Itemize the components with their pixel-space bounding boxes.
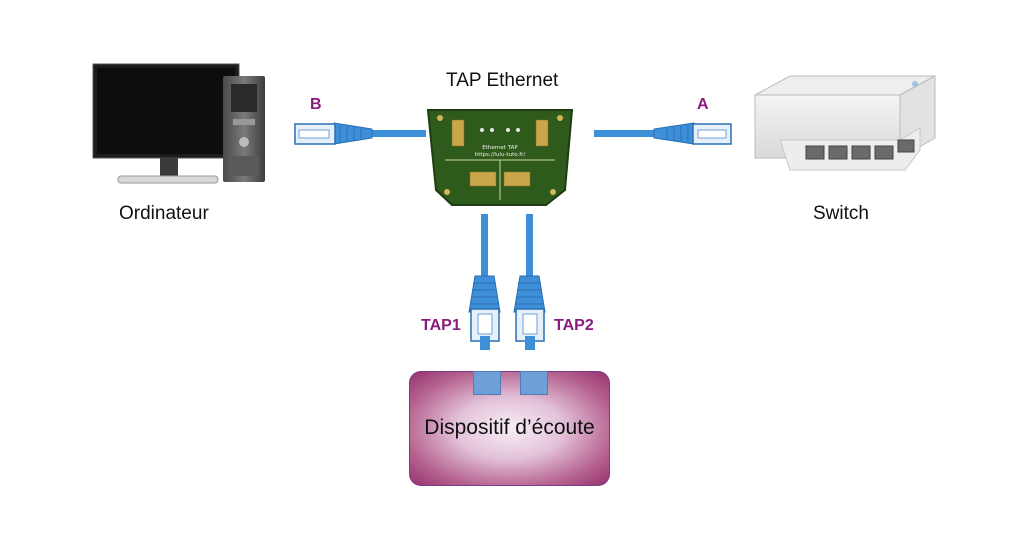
diagram-title: TAP Ethernet <box>446 70 559 91</box>
tap1-socket <box>473 371 501 395</box>
cable-tap2 <box>513 214 546 350</box>
port-b-label: B <box>310 96 322 113</box>
pcb-text-line2: https://lulu-tuto.fr/ <box>475 152 526 158</box>
port-tap2-label: TAP2 <box>554 317 594 334</box>
cable-a <box>594 122 732 145</box>
port-tap1-label: TAP1 <box>421 317 461 334</box>
computer-icon <box>92 63 265 184</box>
computer-label: Ordinateur <box>119 203 209 224</box>
cable-tap1 <box>468 214 501 350</box>
switch-icon <box>754 75 936 171</box>
port-a-label: A <box>697 96 709 113</box>
listening-device: Dispositif d’écoute <box>409 371 610 486</box>
cable-b <box>294 122 426 145</box>
pcb-text-line1: Ethernet TAP <box>482 145 518 151</box>
tap2-socket <box>520 371 548 395</box>
switch-label: Switch <box>813 203 869 224</box>
tap-pcb: Ethernet TAP https://lulu-tuto.fr/ <box>426 109 574 206</box>
listening-device-label: Dispositif d’écoute <box>424 416 595 439</box>
